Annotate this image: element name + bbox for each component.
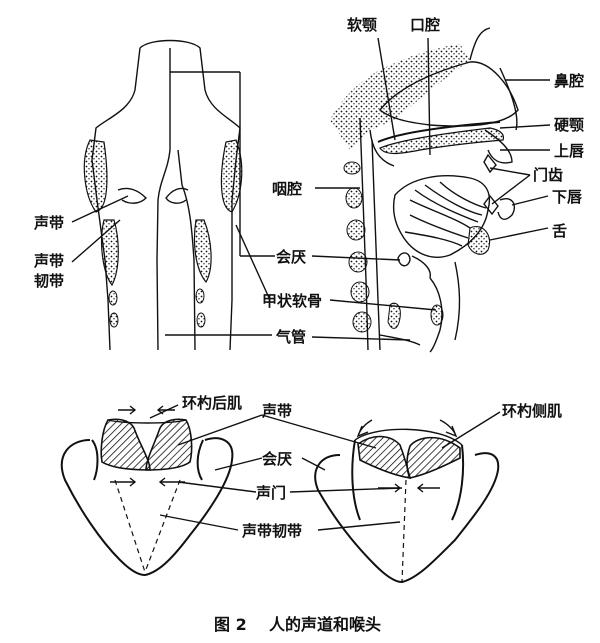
label-trachea: 气管: [275, 328, 306, 346]
label-vocal-ligament: 声带 韧带: [33, 252, 69, 290]
vocal-tract-sagittal-section: [330, 27, 519, 353]
label-oral-cavity: 口腔: [410, 16, 440, 34]
label-vocal-ligament-line2: 韧带: [34, 272, 64, 290]
bottom-leader-lines: [149, 404, 501, 531]
label-posterior-cricoarytenoid: 环杓后肌: [182, 394, 242, 412]
figure-caption: 图 2 人的声道和喉头: [214, 615, 381, 634]
label-teeth: 门齿: [533, 166, 563, 184]
larynx-frontal-section: [83, 39, 275, 351]
label-soft-palate: 软颚: [347, 16, 377, 34]
label-vocal-ligament-line1: 声带: [33, 252, 64, 270]
label-lower-lip: 下唇: [552, 188, 583, 206]
labels: 软颚 口腔 鼻腔 硬颚 上唇 门齿 下唇 咽腔 舌 会厌 甲状软骨 气管 声带 …: [33, 16, 585, 634]
label-vocal-cords: 声带: [33, 214, 64, 232]
label-upper-lip: 上唇: [554, 142, 585, 160]
label-epiglottis-2: 会厌: [262, 450, 292, 468]
label-glottis: 声门: [255, 484, 286, 502]
label-hard-palate: 硬颚: [554, 116, 584, 134]
label-nasal-cavity: 鼻腔: [554, 72, 584, 90]
top-leader-lines: [71, 37, 551, 341]
label-epiglottis: 会厌: [276, 248, 306, 266]
glottis-closed-view: [314, 419, 500, 584]
label-vocal-cords-2: 声带: [261, 402, 292, 420]
label-lateral-cricoarytenoid: 环杓侧肌: [502, 402, 562, 420]
glottis-open-view: [60, 405, 234, 577]
label-pharynx: 咽腔: [272, 180, 302, 198]
label-tongue: 舌: [552, 222, 567, 240]
label-vocal-ligament-2: 声带韧带: [241, 522, 302, 540]
label-thyroid-cartilage: 甲状软骨: [262, 292, 322, 310]
